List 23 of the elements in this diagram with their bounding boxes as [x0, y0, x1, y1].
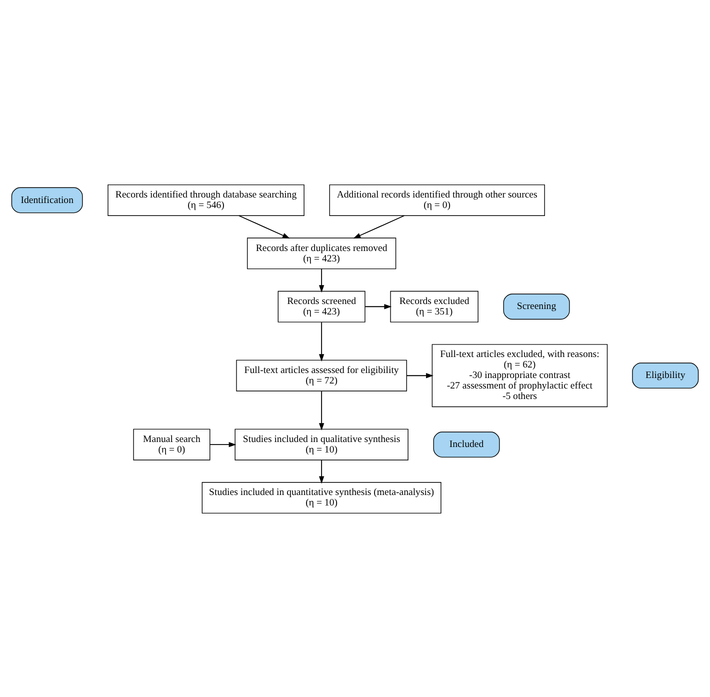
arrow [318, 390, 324, 430]
node-box: Screening [503, 293, 570, 320]
node-box: Manual search (η = 0) [133, 428, 210, 460]
arrow [406, 372, 434, 378]
node-box: Eligibility [632, 362, 699, 388]
arrow [353, 214, 405, 238]
node-box: Additional records identified through other sources (η = 0) [329, 184, 545, 216]
node-box: Studies included in qualitative synthesis (η = 10) [234, 428, 408, 460]
arrow [210, 441, 236, 447]
arrow [318, 459, 324, 484]
arrow [364, 304, 392, 309]
node-box: Full-text articles assessed for eligibility (η = 72) [236, 359, 407, 391]
node-box: Identification [11, 186, 83, 213]
node-box: Included [433, 431, 500, 458]
node-box: Studies included in quantitative synthesis (meta-analysis) (η = 10) [202, 482, 442, 514]
node-box: Full-text articles excluded, with reasons: (η = 62) -30 inappropriate contrast -27 assessment of prophylactic effect -5 others [432, 344, 608, 407]
arrow [238, 214, 290, 238]
node-box: Records identified through database searching (η = 546) [108, 184, 304, 216]
arrow [318, 321, 324, 362]
arrow [318, 268, 324, 292]
node-box: Records after duplicates removed (η = 423) [247, 237, 396, 269]
node-box: Records screened (η = 423) [278, 290, 366, 322]
node-box: Records excluded (η = 351) [390, 290, 478, 322]
